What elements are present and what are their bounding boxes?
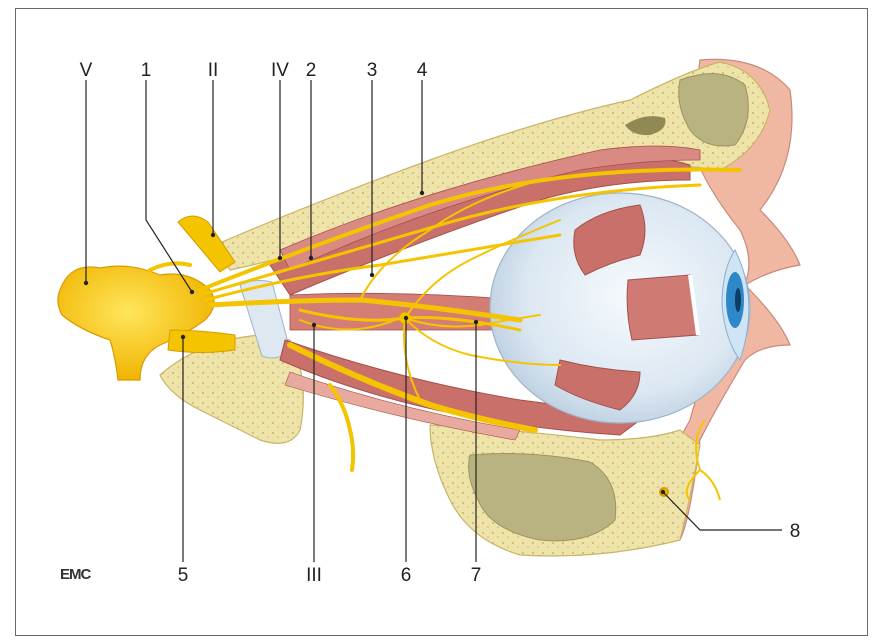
label-3: 3 — [367, 60, 378, 81]
label-4: 4 — [417, 60, 428, 81]
maxillary-nerve — [168, 330, 235, 353]
label-7: 7 — [471, 565, 482, 586]
label-6: 6 — [401, 565, 412, 586]
label-5: 5 — [178, 565, 189, 586]
pupil — [735, 288, 741, 312]
label-III: III — [306, 565, 322, 586]
label-II: II — [208, 60, 219, 81]
label-V: V — [80, 60, 93, 81]
lateral-rectus-insertion — [627, 275, 698, 340]
label-1: 1 — [141, 60, 152, 81]
emc-logo: EMC — [60, 566, 92, 583]
label-2: 2 — [306, 60, 317, 81]
label-8: 8 — [790, 521, 801, 542]
label-IV: IV — [271, 60, 289, 81]
